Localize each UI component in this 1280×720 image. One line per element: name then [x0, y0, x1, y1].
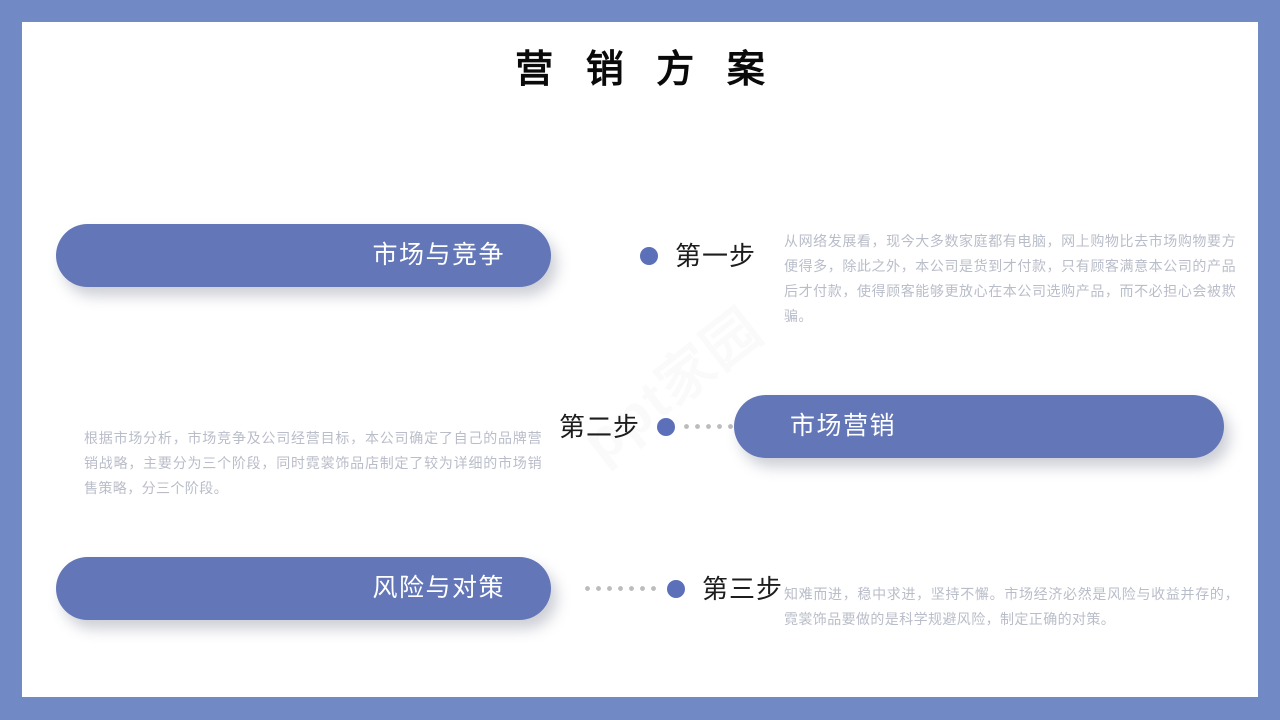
step-paragraph-2: 根据市场分析，市场竞争及公司经营目标，本公司确定了自己的品牌营销战略，主要分为三…: [84, 430, 542, 496]
step-row-3: 风险与对策 第三步: [22, 557, 1258, 647]
bullet-dot-icon: [657, 417, 676, 436]
pill-market-competition[interactable]: 市场与竞争: [56, 224, 551, 287]
step-paragraph-3: 知难而进，稳中求进，坚持不懈。市场经济必然是风险与收益并存的，霓裳饰品要做的是科…: [784, 586, 1239, 627]
dotted-connector-line: [681, 424, 761, 429]
slide-canvas: 营 销 方 案 ppt家园 市场与竞争 第一步 从网络发展看，现今大多数家庭都有…: [22, 22, 1258, 697]
pill-label: 市场与竞争: [372, 241, 505, 269]
pill-label: 市场营销: [790, 412, 897, 440]
step-marker-1: 第一步: [640, 224, 756, 287]
step-paragraph-1: 从网络发展看，现今大多数家庭都有电脑，网上购物比去市场购物要方便得多，除此之外，…: [784, 233, 1236, 324]
step-marker-3: 第三步: [582, 557, 783, 620]
step-label: 第二步: [559, 411, 641, 442]
bullet-dot-icon: [667, 579, 685, 598]
pill-market-marketing[interactable]: 市场营销: [734, 395, 1224, 458]
step-label: 第一步: [675, 240, 757, 271]
step-row-2: 第二步 市场营销: [22, 395, 1258, 485]
pill-risk-countermeasure[interactable]: 风险与对策: [56, 557, 551, 620]
step-row-1: 市场与竞争 第一步: [22, 224, 1258, 314]
pill-label: 风险与对策: [372, 574, 505, 602]
page-title: 营 销 方 案: [515, 49, 776, 91]
bullet-dot-icon: [640, 246, 658, 265]
dotted-connector-line: [582, 586, 661, 591]
step-label: 第三步: [702, 573, 784, 604]
step-marker-2: 第二步: [559, 395, 761, 458]
